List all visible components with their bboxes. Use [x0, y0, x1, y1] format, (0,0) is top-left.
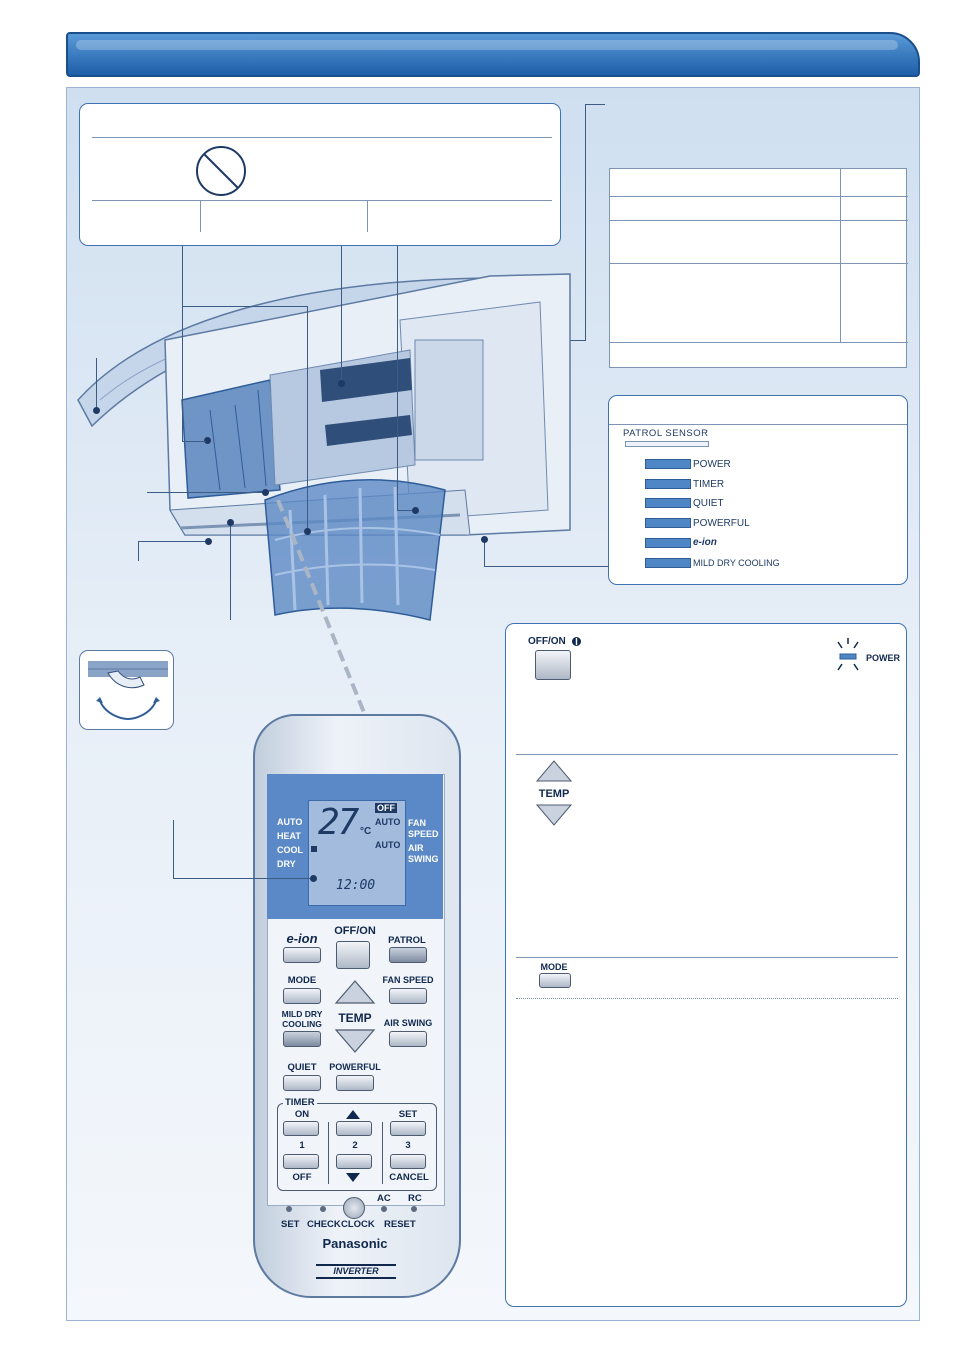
- temp-down-button[interactable]: [334, 1028, 376, 1054]
- timer-cancel-button[interactable]: [390, 1154, 426, 1169]
- lcd-fan-label-2: SPEED: [408, 829, 439, 839]
- lcd-mode-auto: AUTO: [277, 817, 303, 827]
- powerful-button[interactable]: [336, 1075, 374, 1091]
- patrol-button[interactable]: [389, 947, 427, 963]
- timer-group: [277, 1103, 437, 1191]
- air-swing-button[interactable]: [389, 1031, 427, 1047]
- timer-down-icon: [346, 1173, 360, 1182]
- indicator-card: PATROL SENSOR POWER TIMER QUIET POWERFUL…: [608, 395, 908, 585]
- indicator-mild-dry: MILD DRY COOLING: [693, 558, 780, 568]
- temp-section-down-icon: [535, 804, 573, 826]
- spec-table: [609, 168, 908, 368]
- patrol-label: PATROL: [388, 935, 426, 946]
- timer-label: TIMER: [283, 1097, 317, 1108]
- power-symbol-icon: [572, 637, 581, 646]
- quiet-button[interactable]: [283, 1075, 321, 1091]
- lcd-mode-heat: HEAT: [277, 831, 301, 841]
- mode-button[interactable]: [283, 988, 321, 1004]
- timer-up-button[interactable]: [336, 1121, 372, 1136]
- power-indicator-label: POWER: [866, 653, 901, 663]
- off-on-label: OFF/ON: [334, 925, 376, 937]
- lcd-unit: °C: [360, 826, 372, 837]
- set-hole[interactable]: [286, 1206, 292, 1212]
- lcd-swing-value: AUTO: [375, 840, 401, 850]
- air-conditioner-illustration: [77, 273, 571, 621]
- timer-up-icon: [346, 1110, 360, 1119]
- remote-pointer-dashes: [276, 500, 367, 716]
- indicator-quiet: QUIET: [693, 498, 724, 509]
- timer-off-button[interactable]: [283, 1154, 319, 1169]
- quiet-label: QUIET: [287, 1062, 317, 1073]
- temp-label: TEMP: [338, 1011, 372, 1025]
- indicator-eion: e-ion: [693, 537, 717, 548]
- caution-card: [79, 103, 561, 246]
- off-on-section-button: [535, 650, 571, 680]
- patrol-sensor-bar: [625, 441, 709, 447]
- timer-3-label: 3: [405, 1140, 411, 1151]
- temp-section-label: TEMP: [538, 788, 570, 800]
- check-label: CHECK: [307, 1219, 341, 1230]
- set-label: SET: [281, 1219, 300, 1230]
- temp-section-up-icon: [535, 760, 573, 782]
- temp-up-button[interactable]: [334, 979, 376, 1005]
- timer-off-label: OFF: [292, 1172, 312, 1183]
- fan-speed-label: FAN SPEED: [382, 975, 434, 985]
- lcd-mode-cool: COOL: [277, 845, 303, 855]
- louvre-adjust-card: [79, 650, 174, 730]
- timer-set-label: SET: [398, 1109, 418, 1120]
- prohibited-icon: [196, 146, 246, 196]
- fan-speed-button[interactable]: [389, 988, 427, 1004]
- lcd-mode-marker: [311, 846, 317, 852]
- timer-down-button[interactable]: [336, 1154, 372, 1169]
- off-on-button[interactable]: [336, 941, 370, 969]
- lcd-temperature: 27: [318, 802, 359, 843]
- timer-on-button[interactable]: [283, 1121, 319, 1136]
- mode-label: MODE: [287, 975, 317, 986]
- timer-set-button[interactable]: [390, 1121, 426, 1136]
- indicator-powerful: POWERFUL: [693, 518, 750, 529]
- lcd-screen: [308, 800, 406, 906]
- lcd-fan-value: AUTO: [375, 817, 401, 827]
- hand-adjust-icon: [88, 661, 168, 720]
- rc-reset-hole[interactable]: [411, 1206, 417, 1212]
- off-on-section-label: OFF/ON: [528, 636, 566, 647]
- dotted-divider: [516, 998, 898, 999]
- header-bar: [66, 32, 920, 77]
- air-swing-label: AIR SWING: [383, 1018, 433, 1028]
- indicator-timer: TIMER: [693, 479, 725, 490]
- lcd-swing-label-2: SWING: [408, 854, 439, 864]
- clock-label: CLOCK: [341, 1219, 375, 1230]
- power-indicator-blink-icon: [837, 638, 859, 671]
- timer-divider-right: [382, 1122, 383, 1184]
- ac-reset-hole[interactable]: [381, 1206, 387, 1212]
- inverter-logo: INVERTER: [316, 1264, 396, 1279]
- eion-button[interactable]: [283, 947, 321, 963]
- lcd-fan-label-1: FAN: [408, 818, 426, 828]
- mild-dry-label-1: MILD DRY: [281, 1009, 323, 1019]
- check-hole[interactable]: [320, 1206, 326, 1212]
- ac-label: AC: [377, 1193, 391, 1204]
- lcd-mode-dry: DRY: [277, 859, 296, 869]
- timer-1-label: 1: [299, 1140, 305, 1151]
- brand-logo: Panasonic: [322, 1236, 388, 1251]
- mode-section-button: [539, 973, 571, 988]
- lcd-off-badge: OFF: [375, 803, 397, 813]
- timer-divider-left: [328, 1122, 329, 1184]
- rc-label: RC: [408, 1193, 422, 1204]
- mode-section-label: MODE: [540, 962, 568, 972]
- lcd-swing-label-1: AIR: [408, 843, 424, 853]
- patrol-sensor-label: PATROL SENSOR: [623, 428, 709, 439]
- powerful-label: POWERFUL: [329, 1062, 381, 1072]
- operation-card: [505, 623, 907, 1307]
- timer-on-label: ON: [294, 1109, 310, 1120]
- reset-label: RESET: [384, 1219, 416, 1230]
- eion-label: e-ion: [286, 931, 318, 946]
- lcd-clock: 12:00: [336, 878, 376, 893]
- clock-button[interactable]: [343, 1197, 365, 1219]
- mild-dry-cooling-button[interactable]: [283, 1031, 321, 1047]
- mild-dry-label-2: COOLING: [282, 1019, 322, 1029]
- timer-2-label: 2: [352, 1140, 358, 1151]
- timer-cancel-label: CANCEL: [389, 1172, 429, 1183]
- indicator-power: POWER: [693, 459, 731, 470]
